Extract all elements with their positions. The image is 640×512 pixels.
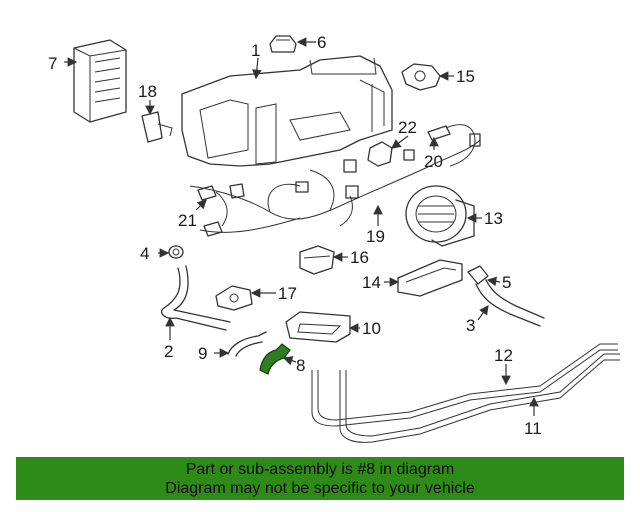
part-17-bracket[interactable] bbox=[215, 285, 253, 311]
part-14-panel[interactable] bbox=[397, 259, 463, 297]
callout-12: 12 bbox=[494, 346, 513, 365]
part-4-grommet[interactable] bbox=[168, 245, 184, 259]
callout-19: 19 bbox=[366, 227, 385, 246]
part-21-harness[interactable] bbox=[197, 183, 245, 237]
part-19-wiring-harness[interactable] bbox=[189, 133, 481, 233]
part-11-12-tubes[interactable] bbox=[311, 343, 620, 443]
callout-3: 3 bbox=[466, 316, 475, 335]
callout-9: 9 bbox=[198, 344, 207, 363]
part-13-blower-motor[interactable] bbox=[405, 185, 475, 247]
callout-2: 2 bbox=[164, 342, 173, 361]
callout-8: 8 bbox=[296, 356, 305, 375]
part-5-fitting[interactable] bbox=[467, 265, 489, 285]
callout-22: 22 bbox=[398, 118, 417, 137]
part-22-connector[interactable] bbox=[367, 141, 393, 167]
leader-21 bbox=[195, 199, 207, 211]
callout-11: 11 bbox=[524, 419, 542, 438]
callout-13: 13 bbox=[484, 209, 503, 228]
part-10-pan[interactable] bbox=[285, 311, 351, 343]
parts-diagram: 7 6 1 15 18 22 20 bbox=[48, 33, 620, 443]
leader-8 bbox=[282, 356, 297, 366]
banner-line-2: Diagram may not be specific to your vehi… bbox=[165, 480, 475, 497]
part-3-hose[interactable] bbox=[475, 279, 545, 327]
info-banner: Part or sub-assembly is #8 in diagram Di… bbox=[16, 457, 624, 500]
callout-21: 21 bbox=[178, 211, 197, 230]
part-15-actuator[interactable] bbox=[401, 63, 441, 91]
part-18-bracket[interactable] bbox=[141, 111, 173, 143]
callout-1: 1 bbox=[251, 41, 260, 60]
callout-10: 10 bbox=[362, 319, 381, 338]
leader-3 bbox=[477, 305, 489, 321]
part-6-cap[interactable] bbox=[269, 35, 297, 53]
part-1-hvac-case[interactable] bbox=[181, 55, 393, 167]
banner-line-1: Part or sub-assembly is #8 in diagram bbox=[185, 461, 455, 478]
part-16-bracket[interactable] bbox=[299, 245, 335, 275]
callout-6: 6 bbox=[317, 33, 326, 52]
callout-16: 16 bbox=[350, 248, 369, 267]
callout-7: 7 bbox=[48, 54, 57, 73]
part-8-hose-highlighted[interactable] bbox=[259, 343, 291, 375]
leader-1 bbox=[252, 57, 262, 80]
callout-18: 18 bbox=[138, 82, 157, 101]
part-9-hose[interactable] bbox=[227, 331, 267, 357]
callout-14: 14 bbox=[362, 273, 381, 292]
part-2-hose[interactable] bbox=[161, 265, 231, 331]
leader-5 bbox=[486, 276, 501, 287]
leader-22 bbox=[391, 135, 409, 149]
callout-4: 4 bbox=[140, 244, 149, 263]
callout-15: 15 bbox=[456, 67, 475, 86]
callout-5: 5 bbox=[502, 273, 511, 292]
part-7-core[interactable] bbox=[73, 39, 127, 123]
callout-17: 17 bbox=[278, 284, 297, 303]
